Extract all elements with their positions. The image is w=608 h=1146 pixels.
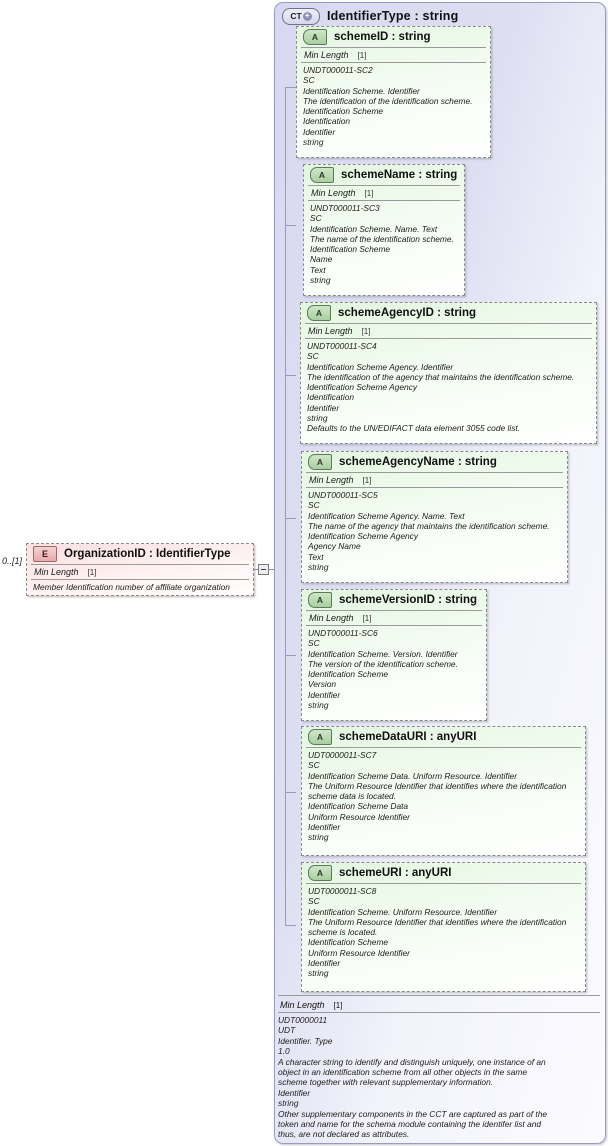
tree-branch (285, 375, 296, 376)
attribute-node-schemeversionid[interactable]: A schemeVersionID : string Min Length [1… (301, 589, 487, 721)
element-facet-value: [1] (87, 567, 97, 577)
complextype-expand-icon[interactable]: CT + (282, 7, 320, 25)
element-documentation: Member Identification number of affiliat… (33, 582, 230, 592)
attribute-title: schemeName : string (341, 169, 458, 181)
attribute-facet-label: Min Length (309, 475, 354, 485)
attribute-facet-value: [1] (364, 188, 374, 198)
element-header: E OrganizationID : IdentifierType (27, 544, 253, 564)
element-badge-icon: E (33, 546, 57, 562)
occurrence-label: 0..[1] (2, 556, 23, 566)
attribute-title: schemeID : string (334, 31, 431, 43)
attribute-header: A schemeName : string (304, 165, 464, 185)
tree-branch (285, 925, 296, 926)
attribute-facet-row: Min Length [1] (306, 610, 482, 626)
attribute-node-schemeagencyname[interactable]: A schemeAgencyName : string Min Length [… (301, 451, 568, 583)
attribute-header: A schemeAgencyName : string (302, 452, 567, 472)
attribute-badge-icon: A (308, 592, 332, 608)
attribute-header: A schemeAgencyID : string (301, 303, 596, 323)
tree-branch (285, 655, 296, 656)
attribute-documentation: UNDT000011-SC3 SC Identification Scheme.… (310, 203, 454, 286)
tree-spine (285, 87, 286, 925)
attribute-node-schemeagencyid[interactable]: A schemeAgencyID : string Min Length [1]… (300, 302, 597, 444)
element-facet-label: Min Length (34, 567, 79, 577)
attribute-documentation: UNDT000011-SC5 SC Identification Scheme … (308, 490, 550, 573)
element-title: OrganizationID : IdentifierType (64, 548, 231, 560)
attribute-facet-value: [1] (361, 326, 371, 336)
attribute-badge-icon: A (308, 454, 332, 470)
complextype-title: IdentifierType : string (327, 9, 459, 23)
connector-line-right (269, 569, 275, 570)
attribute-facet-label: Min Length (311, 188, 356, 198)
attribute-documentation: UDT0000011-SC7 SC Identification Scheme … (308, 750, 567, 843)
tree-branch (285, 518, 296, 519)
attribute-badge-icon: A (307, 305, 331, 321)
attribute-facet-value: [1] (357, 50, 367, 60)
attribute-facet-row: Min Length [1] (306, 472, 563, 488)
attribute-node-schemeuri[interactable]: A schemeURI : anyURI UDT0000011-SC8 SC I… (301, 862, 586, 992)
connector-line-left (254, 569, 259, 570)
attribute-badge-icon: A (310, 167, 334, 183)
complextype-divider (278, 995, 600, 996)
attribute-facet-label: Min Length (309, 613, 354, 623)
plus-icon: + (302, 11, 312, 21)
attribute-title: schemeAgencyID : string (338, 307, 477, 319)
complextype-header: CT + IdentifierType : string (275, 3, 605, 29)
complextype-documentation: UDT0000011 UDT Identifier. Type 1.0 A ch… (278, 1015, 548, 1140)
attribute-header: A schemeDataURI : anyURI (302, 727, 585, 747)
attribute-header: A schemeVersionID : string (302, 590, 486, 610)
complextype-facet-value: [1] (333, 1000, 343, 1010)
complextype-facet-row: Min Length [1] (278, 998, 600, 1013)
attribute-header: A schemeURI : anyURI (302, 863, 585, 883)
attribute-badge-icon: A (308, 729, 332, 745)
complextype-badge-text: CT (290, 10, 302, 21)
attribute-documentation: UNDT000011-SC2 SC Identification Scheme.… (303, 65, 473, 148)
attribute-facet-label: Min Length (304, 50, 349, 60)
element-facet-row: Min Length [1] (31, 564, 249, 580)
complextype-facet-label: Min Length (280, 1000, 325, 1010)
element-node-organizationid[interactable]: E OrganizationID : IdentifierType Min Le… (26, 543, 254, 596)
attribute-title: schemeVersionID : string (339, 594, 478, 606)
tree-branch (285, 87, 296, 88)
tree-branch (285, 225, 296, 226)
attribute-node-schemedatauri[interactable]: A schemeDataURI : anyURI UDT0000011-SC7 … (301, 726, 586, 856)
collapse-minus-icon[interactable] (258, 564, 269, 575)
attribute-title: schemeURI : anyURI (339, 867, 452, 879)
attribute-title: schemeAgencyName : string (339, 456, 497, 468)
attribute-node-schemename[interactable]: A schemeName : string Min Length [1] UND… (303, 164, 465, 296)
attribute-facet-row: Min Length [1] (305, 323, 592, 339)
attribute-facet-value: [1] (362, 475, 372, 485)
attribute-badge-icon: A (303, 29, 327, 45)
attribute-node-schemeid[interactable]: A schemeID : string Min Length [1] UNDT0… (296, 26, 491, 158)
attribute-facet-label: Min Length (308, 326, 353, 336)
tree-branch (285, 792, 296, 793)
attribute-documentation: UNDT000011-SC6 SC Identification Scheme.… (308, 628, 458, 711)
attribute-header: A schemeID : string (297, 27, 490, 47)
attribute-facet-row: Min Length [1] (308, 185, 460, 201)
attribute-title: schemeDataURI : anyURI (339, 731, 477, 743)
attribute-divider (306, 883, 581, 884)
attribute-documentation: UNDT000011-SC4 SC Identification Scheme … (307, 341, 575, 434)
attribute-divider (306, 747, 581, 748)
attribute-badge-icon: A (308, 865, 332, 881)
attribute-facet-row: Min Length [1] (301, 47, 486, 63)
attribute-facet-value: [1] (362, 613, 372, 623)
attribute-documentation: UDT0000011-SC8 SC Identification Scheme.… (308, 886, 567, 979)
